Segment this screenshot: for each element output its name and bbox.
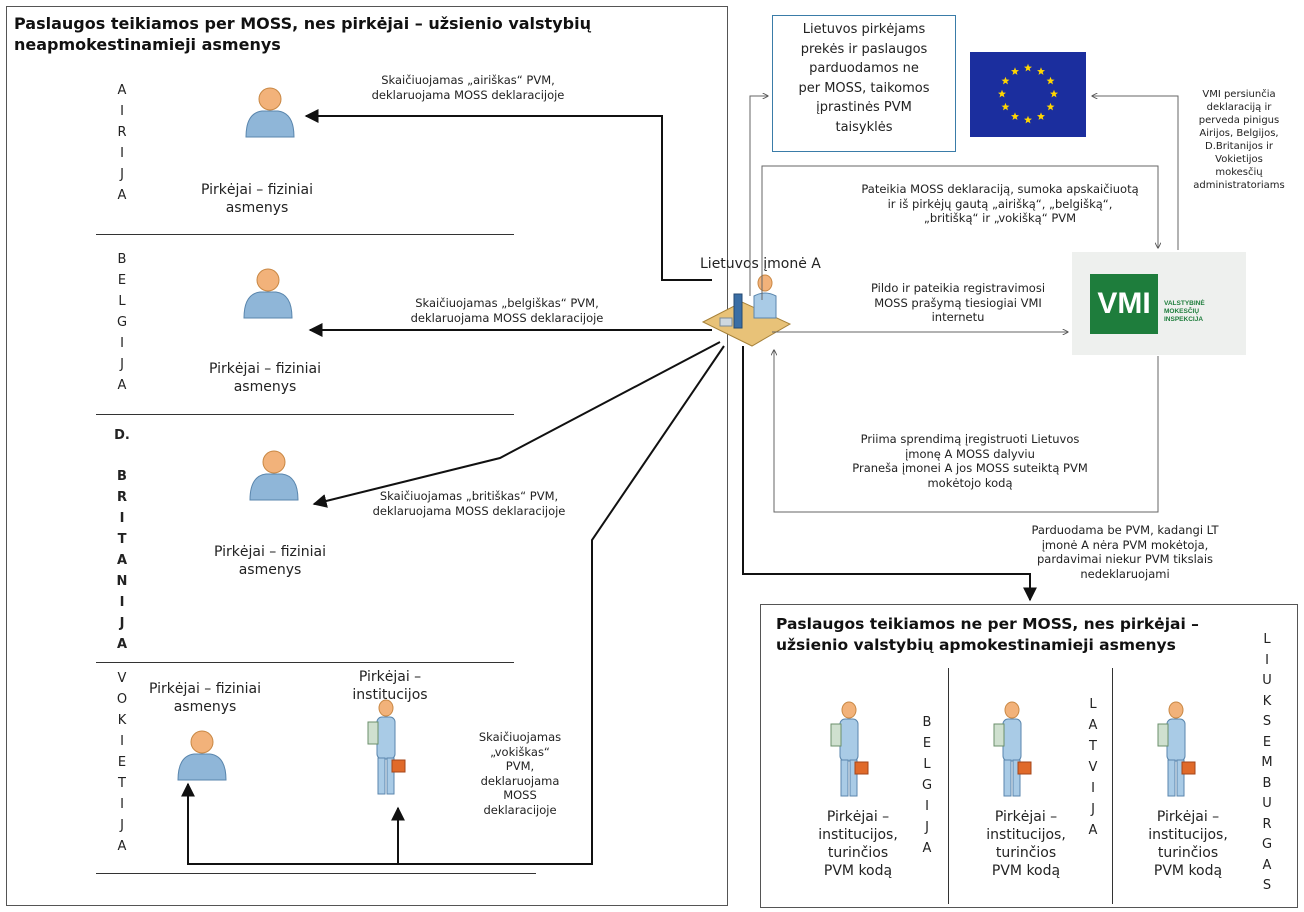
- eu-star: [1001, 102, 1010, 111]
- vmi-logo: VMI VALSTYBINĖ MOKESČIŲ INSPEKCIJA: [1072, 252, 1246, 355]
- arrow-label-vokietija: Skaičiuojamas „vokiškas“ PVM, deklaruoja…: [478, 730, 562, 817]
- column-caption-liuksemburgas: Pirkėjai – institucijos, turinčios PVM k…: [1148, 809, 1228, 879]
- buyer-caption-vokietija: Pirkėjai – fiziniai asmenys: [130, 680, 280, 716]
- separator-britanija: [96, 662, 514, 663]
- buyer-caption-line1: Pirkėjai – fiziniai: [200, 182, 314, 198]
- arrow-label-line2: deklaruojama MOSS deklaracijoje: [372, 503, 566, 518]
- buyer-caption-line2: asmenys: [225, 200, 289, 216]
- eu-star: [1024, 115, 1032, 124]
- left-panel-title-line2: neapmokestinamieji asmenys: [14, 35, 281, 54]
- separator-airija: [96, 234, 514, 235]
- eu-star: [1046, 76, 1055, 85]
- buyer-caption-belgija: Pirkėjai – fiziniai asmenys: [190, 360, 340, 396]
- decision-note: Priima sprendimą įregistruoti Lietuvos į…: [852, 432, 1088, 490]
- eu-star: [1001, 76, 1010, 85]
- right-panel: [760, 604, 1298, 908]
- eu-star: [998, 89, 1006, 98]
- right-panel-title-line2: užsienio valstybių apmokestinamieji asme…: [776, 636, 1176, 654]
- vmi-forward-note: VMI persiunčia deklaraciją ir perveda pi…: [1193, 89, 1285, 191]
- column-letters-liuksemburgas: L I U K S E M B U R G A S: [1261, 632, 1273, 893]
- register-note: Pildo ir pateikia registravimosi MOSS pr…: [870, 281, 1046, 324]
- company-desk-icon: [701, 274, 792, 347]
- separator-belgija: [96, 414, 514, 415]
- column-letters-belgija: B E L G I J A: [921, 715, 933, 856]
- institution-caption-line2: institucijos: [352, 687, 428, 703]
- buyer-caption-line1: Pirkėjai – fiziniai: [213, 544, 327, 560]
- buyer-caption-britanija: Pirkėjai – fiziniai asmenys: [195, 543, 345, 579]
- person-icon-britanija: [249, 450, 299, 501]
- eu-star: [1011, 112, 1019, 120]
- right-panel-title: Paslaugos teikiamos ne per MOSS, nes pir…: [776, 614, 1266, 656]
- arrow-label-airija: Skaičiuojamas „airiškas“ PVM, deklaruoja…: [338, 73, 598, 102]
- buyer-caption-line2: asmenys: [238, 562, 302, 578]
- arrow-label-line1: Skaičiuojamas „belgiškas“ PVM,: [415, 296, 599, 310]
- no-vat-note: Parduodama be PVM, kadangi LT įmonė A nė…: [1031, 523, 1219, 581]
- eu-star: [1011, 67, 1019, 75]
- company-label: Lietuvos įmonė A: [700, 256, 821, 272]
- arrow-label-belgija: Skaičiuojamas „belgiškas“ PVM, deklaruoj…: [372, 296, 642, 325]
- eu-stars: [998, 63, 1058, 124]
- right-panel-divider-1: [948, 668, 949, 904]
- moss-arrows: [181, 109, 1037, 865]
- country-prefix-britanija: D.: [114, 428, 130, 443]
- institution-caption-vokietija: Pirkėjai – institucijos: [330, 668, 450, 704]
- country-letters-belgija: B E L G I J A: [116, 252, 128, 393]
- country-letters-vokietija: V O K I E T I J A: [116, 671, 128, 854]
- arrow-label-line1: Skaičiuojamas „airiškas“ PVM,: [381, 73, 555, 87]
- buyer-caption-line1: Pirkėjai – fiziniai: [208, 361, 322, 377]
- institution-caption-line1: Pirkėjai –: [358, 669, 422, 685]
- lt-buyers-text: Lietuvos pirkėjams prekės ir paslaugos p…: [798, 22, 930, 135]
- arrow-label-line2: deklaruojama MOSS deklaracijoje: [371, 87, 565, 102]
- left-panel-title: Paslaugos teikiamos per MOSS, nes pirkėj…: [14, 13, 714, 55]
- column-letters-latvija: L A T V I J A: [1088, 697, 1098, 838]
- eu-star: [1024, 63, 1032, 72]
- arrow-label-line2: deklaruojama MOSS deklaracijoje: [410, 310, 604, 325]
- country-letters-britanija: B R I T A N I J A: [116, 469, 128, 652]
- country-letters-airija: A I R I J A: [117, 83, 127, 203]
- arrow-label-line1: Skaičiuojamas „britiškas“ PVM,: [379, 489, 559, 503]
- right-panel-title-line1: Paslaugos teikiamos ne per MOSS, nes pir…: [776, 615, 1199, 633]
- arrow-label-britanija: Skaičiuojamas „britiškas“ PVM, deklaruoj…: [334, 489, 604, 518]
- left-panel: [6, 6, 728, 906]
- eu-star: [1037, 67, 1045, 75]
- left-panel-title-line1: Paslaugos teikiamos per MOSS, nes pirkėj…: [14, 14, 591, 33]
- person-icon-belgija: [243, 268, 293, 319]
- buyer-caption-airija: Pirkėjai – fiziniai asmenys: [182, 181, 332, 217]
- person-icon-airija: [245, 87, 295, 138]
- eu-star: [1046, 102, 1055, 111]
- vmi-logo-line1: VALSTYBINĖ: [1164, 300, 1205, 307]
- institution-icon-latvija: [993, 701, 1032, 797]
- moss-submit-note: Pateikia MOSS deklaraciją, sumoka apskai…: [861, 182, 1139, 225]
- eu-star: [1050, 89, 1058, 98]
- vmi-logo-mark: VMI: [1090, 274, 1158, 334]
- buyer-caption-line1: Pirkėjai – fiziniai: [148, 681, 262, 697]
- person-icon-vokietija: [177, 730, 227, 781]
- vmi-logo-wordmark: VALSTYBINĖ MOKESČIŲ INSPEKCIJA: [1164, 300, 1205, 324]
- separator-vokietija: [96, 873, 536, 874]
- eu-star: [1037, 112, 1045, 120]
- institution-icon-liuksemburgas: [1157, 701, 1196, 797]
- column-caption-belgija: Pirkėjai – institucijos, turinčios PVM k…: [818, 809, 898, 879]
- right-panel-divider-2: [1112, 668, 1113, 904]
- thin-arrows: [749, 96, 1179, 513]
- buyer-caption-line2: asmenys: [233, 379, 297, 395]
- vmi-logo-line3: INSPEKCIJA: [1164, 316, 1204, 323]
- institution-icon-belgija: [830, 701, 869, 797]
- buyer-caption-line2: asmenys: [173, 699, 237, 715]
- column-caption-latvija: Pirkėjai – institucijos, turinčios PVM k…: [986, 809, 1066, 879]
- institution-icon-vokietija: [367, 699, 406, 795]
- vmi-logo-line2: MOKESČIŲ: [1164, 308, 1200, 315]
- lt-buyers-box: [772, 15, 956, 152]
